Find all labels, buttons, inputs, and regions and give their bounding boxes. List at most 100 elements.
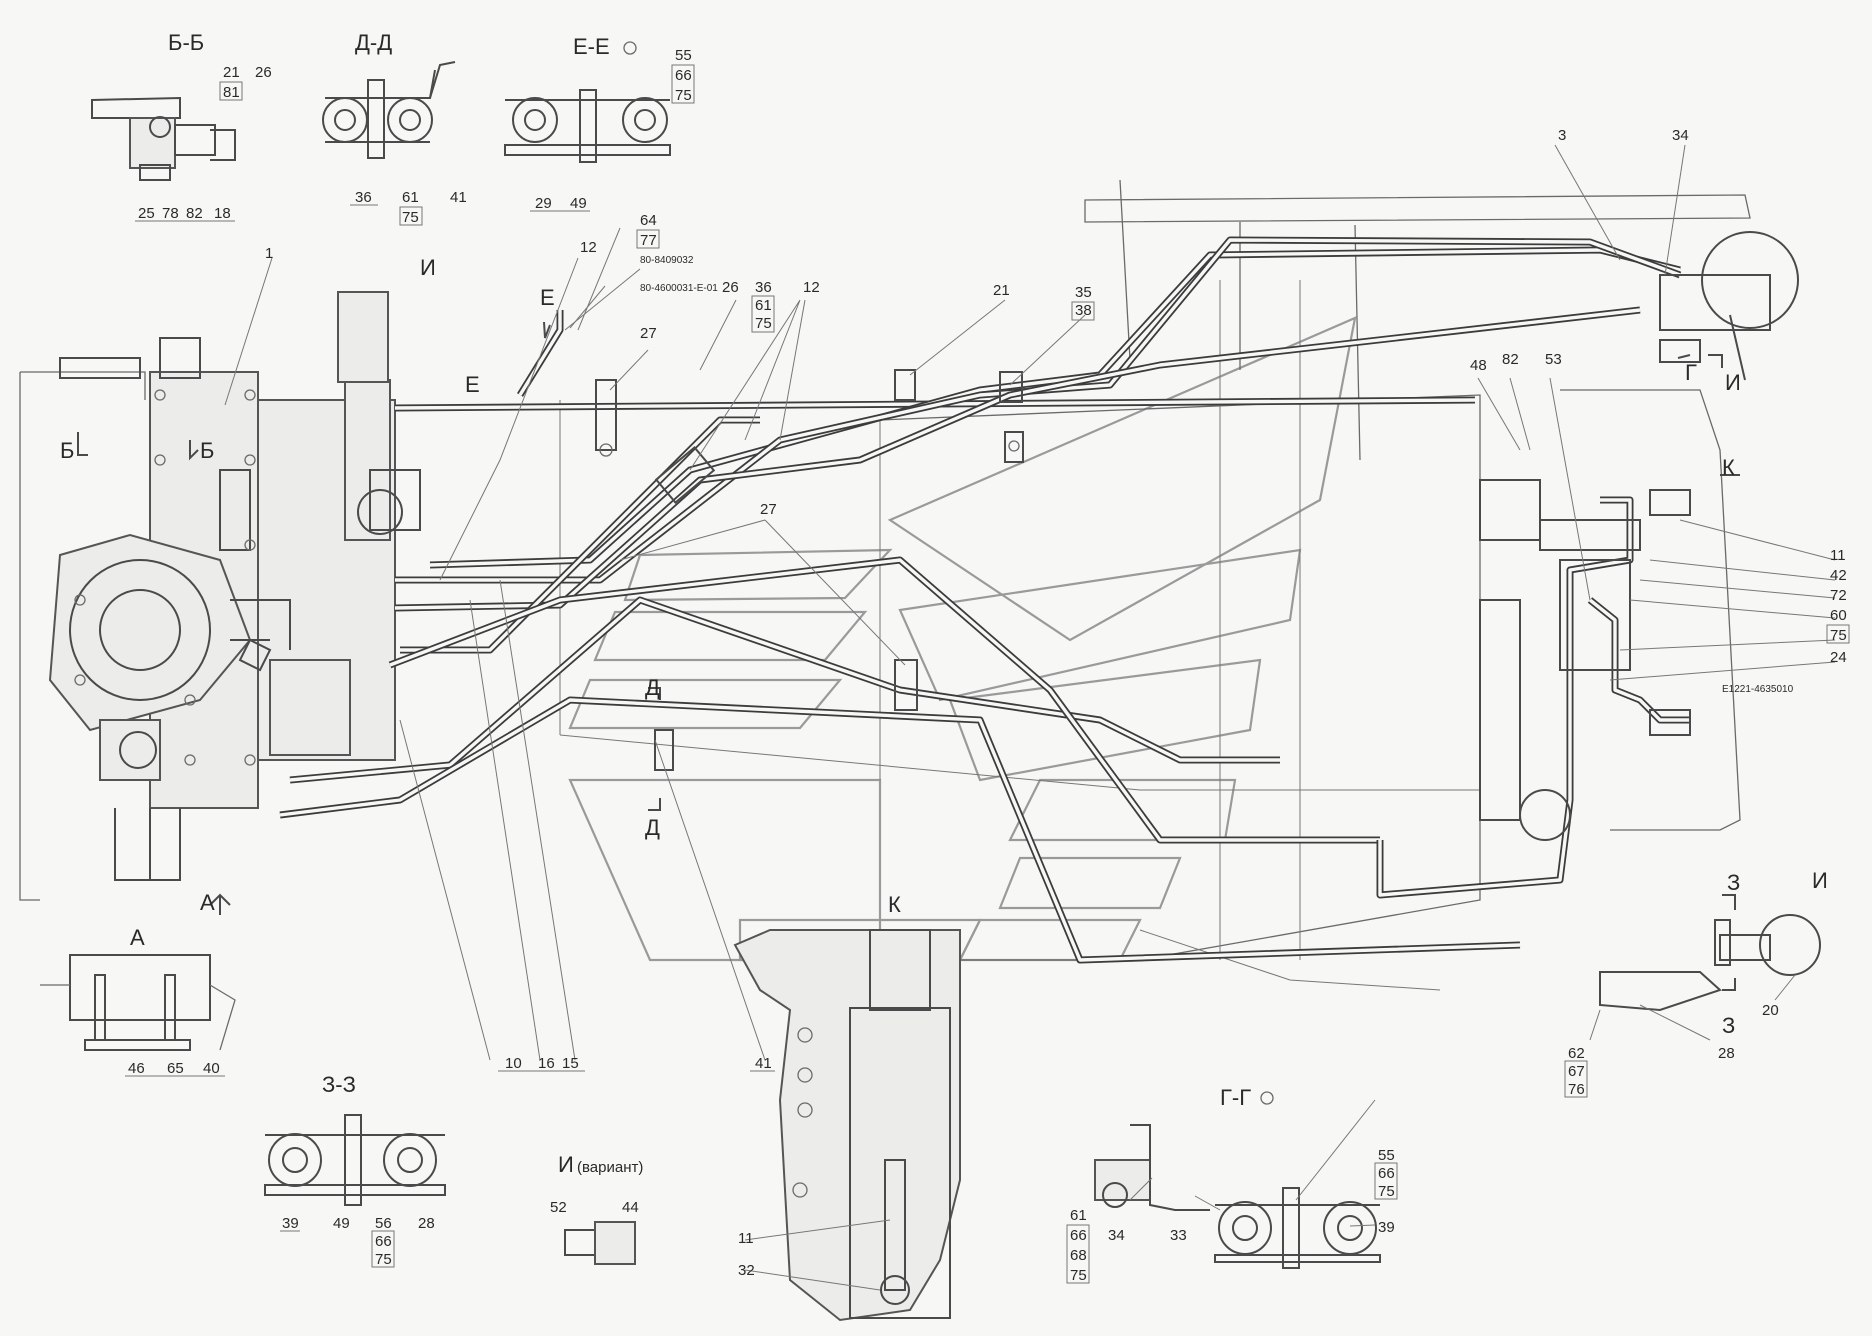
mark-d-top: Д — [645, 675, 660, 700]
callout: 76 — [1568, 1081, 1585, 1098]
callout: 27 — [640, 325, 657, 342]
mark-z-top: З — [1727, 870, 1740, 895]
callout: 66 — [1070, 1227, 1087, 1244]
callout: 18 — [214, 205, 231, 222]
section-dd-detail — [322, 61, 456, 159]
section-zz-detail — [264, 1114, 446, 1206]
title-dd: Д-Д — [355, 30, 392, 55]
callout: 66 — [375, 1233, 392, 1250]
callout: 55 — [675, 47, 692, 64]
mark-k-right: К — [1722, 455, 1735, 480]
callout: 27 — [760, 501, 777, 518]
callout: 26 — [255, 64, 272, 81]
title-i-variant: И — [558, 1152, 574, 1177]
callout: 66 — [1378, 1165, 1395, 1182]
section-titles: Б-Б Д-Д Е-Е А З-З Г-Г И (вариант) — [130, 30, 1274, 1177]
callout: 34 — [1672, 127, 1689, 144]
view-markers: Б Б И Е Е Д Д К К Г И И З З А — [60, 255, 1828, 1038]
callout: 29 — [535, 195, 552, 212]
callout: 67 — [1568, 1063, 1585, 1080]
mark-k-bottom: К — [888, 892, 901, 917]
callout: 55 — [1378, 1147, 1395, 1164]
callout: 16 — [538, 1055, 555, 1072]
callout: 38 — [1075, 302, 1092, 319]
callout: 21 — [223, 64, 240, 81]
callout: 44 — [622, 1199, 639, 1216]
callout: 11 — [1830, 547, 1846, 564]
pump-distributor-block — [48, 291, 421, 881]
callout: 12 — [803, 279, 820, 296]
callout: 56 — [375, 1215, 392, 1232]
callout: 62 — [1568, 1045, 1585, 1062]
callout: 75 — [375, 1251, 392, 1268]
callout: 77 — [640, 232, 657, 249]
callout: 52 — [550, 1199, 567, 1216]
callout: 64 — [640, 212, 657, 229]
callout: 78 — [162, 205, 179, 222]
section-ee-detail — [504, 89, 671, 163]
callout: 36 — [755, 279, 772, 296]
mark-b-left: Б — [60, 438, 74, 463]
callout: 33 — [1170, 1227, 1187, 1244]
designation-labels: 80-8409032 80-4600031-Е-01 E1221-4635010 — [640, 255, 1794, 695]
section-bb-detail — [91, 96, 236, 181]
callout: 60 — [1830, 607, 1847, 624]
lift-cylinder — [733, 929, 961, 1322]
title-zz: З-З — [322, 1072, 356, 1097]
callout: 20 — [1762, 1002, 1779, 1019]
section-arrows — [77, 314, 1746, 991]
callout: 61 — [402, 189, 419, 206]
callout: 75 — [675, 87, 692, 104]
callout: 3 — [1558, 127, 1566, 144]
callout: 28 — [1718, 1045, 1735, 1062]
callout: 75 — [402, 209, 419, 226]
callout: 34 — [1108, 1227, 1125, 1244]
designation-2: 80-4600031-Е-01 — [640, 283, 718, 294]
callout: 61 — [1070, 1207, 1087, 1224]
callout: 21 — [993, 282, 1010, 299]
callout-boxes — [125, 64, 1850, 1284]
mark-d-bottom: Д — [645, 815, 660, 840]
title-gg: Г-Г — [1220, 1085, 1251, 1110]
mark-g-right: Г — [1685, 360, 1697, 385]
title-ee: Е-Е — [573, 34, 610, 59]
title-i-variant-note: (вариант) — [577, 1159, 643, 1176]
callout: 40 — [203, 1060, 220, 1077]
callout: 75 — [1830, 627, 1847, 644]
callout: 68 — [1070, 1247, 1087, 1264]
callout: 39 — [282, 1215, 299, 1232]
mark-e-top: Е — [540, 285, 555, 310]
callout: 53 — [1545, 351, 1562, 368]
rotated-view-icon — [623, 41, 637, 55]
callout: 66 — [675, 67, 692, 84]
bolt-holes — [74, 389, 256, 766]
callout: 24 — [1830, 649, 1847, 666]
callout: 42 — [1830, 567, 1847, 584]
callout: 41 — [450, 189, 467, 206]
mark-z-bottom: З — [1722, 1013, 1735, 1038]
callout: 82 — [1502, 351, 1519, 368]
mark-a-bottom: А — [200, 890, 215, 915]
callout: 75 — [1378, 1183, 1395, 1200]
callout: 49 — [570, 195, 587, 212]
leader-lines — [224, 144, 1836, 1291]
mark-e-mid: Е — [465, 372, 480, 397]
title-a: А — [130, 925, 145, 950]
callout: 39 — [1378, 1219, 1395, 1236]
callout: 65 — [167, 1060, 184, 1077]
callout: 75 — [755, 315, 772, 332]
callout: 15 — [562, 1055, 579, 1072]
title-bb: Б-Б — [168, 30, 204, 55]
callout: 48 — [1470, 357, 1487, 374]
callout: 11 — [738, 1230, 754, 1247]
callout: 36 — [355, 189, 372, 206]
callout: 46 — [128, 1060, 145, 1077]
callout: 75 — [1070, 1267, 1087, 1284]
clamps — [595, 231, 1821, 1012]
callout: 41 — [755, 1055, 772, 1072]
callout: 12 — [580, 239, 597, 256]
callout: 35 — [1075, 284, 1092, 301]
callout: 26 — [722, 279, 739, 296]
